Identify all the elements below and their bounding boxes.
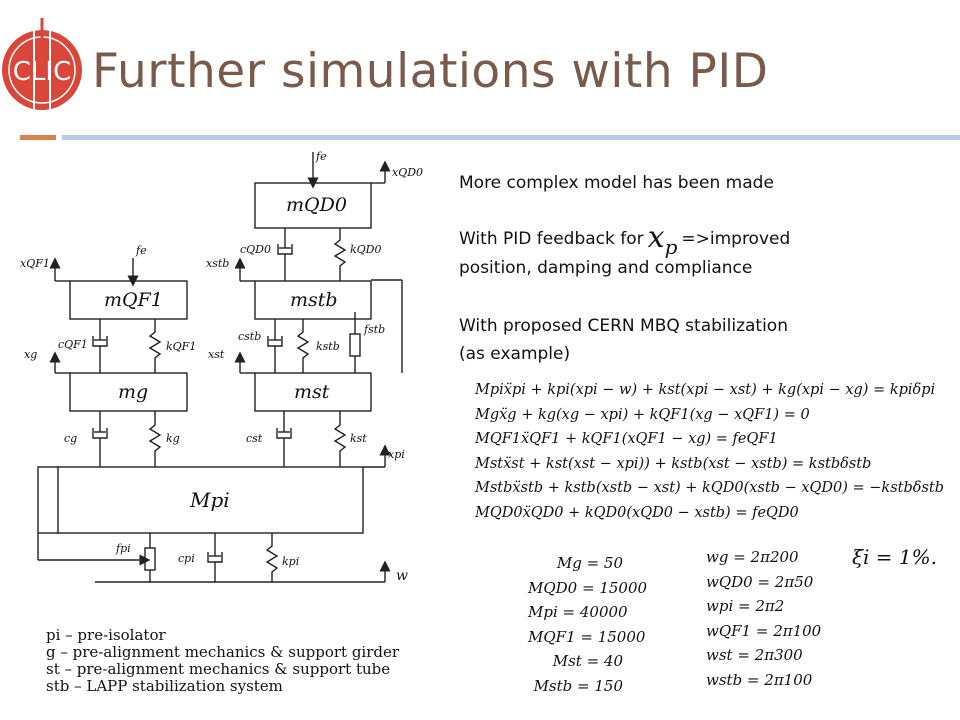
- label-kpi: kpi: [282, 555, 299, 568]
- label-fe-top: fe: [315, 150, 327, 163]
- label-kqf1: kQF1: [166, 340, 196, 353]
- text-line-4: With proposed CERN MBQ stabilization: [459, 316, 788, 336]
- label-xqd0: xQD0: [392, 166, 423, 179]
- slide-title: Further simulations with PID: [92, 44, 769, 99]
- text-line-2-post: =>improved: [681, 229, 791, 249]
- label-xstb: xstb: [206, 257, 229, 270]
- equation: MQF1ẍQF1 + kQF1(xQF1 − xg) = feQF1: [475, 431, 778, 447]
- text-line-5: (as example): [459, 344, 571, 364]
- text-line-3: position, damping and compliance: [459, 258, 753, 278]
- label-cg: cg: [64, 432, 77, 445]
- mass-qf1: mQF1: [104, 289, 163, 311]
- legend-item: pi – pre-isolator: [46, 626, 166, 644]
- damping-ratio: ξi = 1%.: [852, 545, 937, 569]
- logo-text: CLIC: [13, 57, 71, 87]
- frequency-parameters: wg = 2π200 wQD0 = 2π50 wpi = 2π2 wQF1 = …: [706, 545, 821, 692]
- legend-item: stb – LAPP stabilization system: [46, 677, 283, 695]
- param: Mg = 50: [556, 554, 623, 572]
- legend-item: st – pre-alignment mechanics & support t…: [46, 660, 391, 678]
- mechanical-model-diagram: mQD0 mQF1 mstb mg mst Mpi fe xQD0 fe xQF…: [20, 150, 423, 584]
- label-kst: kst: [350, 432, 367, 445]
- label-cstb: cstb: [238, 330, 261, 343]
- equation: Mpiẍpi + kpi(xpi − w) + kst(xpi − xst) +…: [475, 382, 936, 398]
- label-fe-qf1: fe: [135, 244, 147, 257]
- equation: Mstbẍstb + kstb(xstb − xst) + kQD0(xstb …: [475, 480, 945, 496]
- label-cqf1: cQF1: [58, 338, 88, 351]
- equation: MQD0ẍQD0 + kQD0(xQD0 − xstb) = feQD0: [475, 504, 799, 521]
- mass-parameters: Mg = 50 MQD0 = 15000 Mpi = 40000 MQF1 = …: [528, 551, 648, 698]
- mass-st: mst: [294, 381, 330, 403]
- param: MQD0 = 15000: [528, 578, 648, 597]
- label-cpi: cpi: [178, 552, 195, 565]
- label-w: w: [396, 568, 408, 584]
- param: wQD0 = 2π50: [706, 572, 814, 591]
- equations-block: Mpiẍpi + kpi(xpi − w) + kst(xpi − xst) +…: [475, 378, 944, 525]
- label-kqd0: kQD0: [350, 243, 382, 256]
- label-xpi: xpi: [388, 448, 405, 461]
- equation: Mstẍst + kst(xst − xpi)) + kstb(xst − xs…: [475, 455, 872, 472]
- param: wpi = 2π2: [706, 597, 785, 615]
- equation: Mgẍg + kg(xg − xpi) + kQF1(xg − xQF1) = …: [475, 406, 810, 423]
- param: Mstb = 150: [533, 676, 623, 695]
- param: wg = 2π200: [706, 548, 799, 566]
- label-cst: cst: [246, 432, 263, 445]
- label-kstb: kstb: [316, 340, 340, 353]
- param: Mpi = 40000: [528, 603, 628, 621]
- param: wstb = 2π100: [706, 670, 813, 689]
- text-line-2-pre: With PID feedback for: [459, 229, 644, 249]
- accent-line-blue: [62, 135, 960, 140]
- mass-qd0: mQD0: [286, 194, 347, 216]
- mass-pi: Mpi: [189, 488, 230, 512]
- label-xqf1: xQF1: [20, 257, 50, 270]
- text-line-1: More complex model has been made: [459, 173, 774, 193]
- param: wst = 2π300: [706, 646, 803, 664]
- param: MQF1 = 15000: [528, 627, 646, 646]
- variable-xp: xp: [647, 220, 678, 260]
- legend: pi – pre-isolator g – pre-alignment mech…: [46, 627, 399, 695]
- label-fstb: fstb: [363, 323, 385, 336]
- param: Mst = 40: [552, 652, 623, 670]
- label-xst: xst: [208, 348, 225, 361]
- clic-logo: CLIC: [2, 18, 82, 110]
- label-cqd0: cQD0: [240, 243, 271, 256]
- figure-background: [18, 140, 428, 720]
- label-xg: xg: [24, 348, 37, 361]
- param: wQF1 = 2π100: [706, 621, 822, 640]
- mass-g: mg: [118, 381, 148, 403]
- legend-item: g – pre-alignment mechanics & support gi…: [46, 643, 400, 661]
- label-kg: kg: [166, 432, 180, 445]
- label-fpi: fpi: [115, 542, 131, 555]
- mass-stb: mstb: [290, 289, 338, 311]
